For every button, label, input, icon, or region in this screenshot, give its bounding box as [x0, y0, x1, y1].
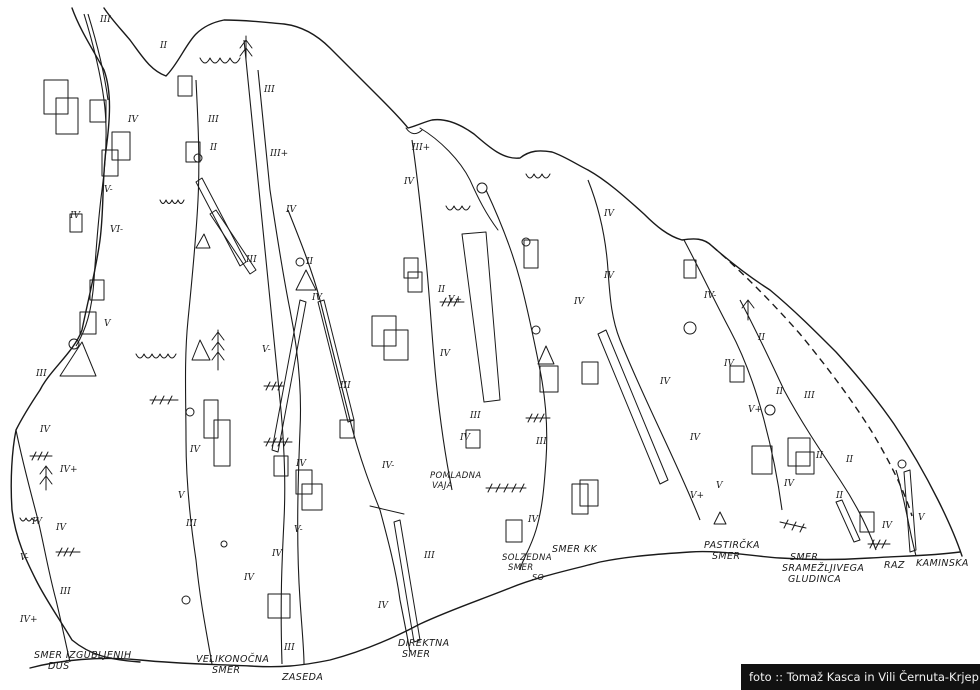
grade-label: IV [603, 209, 616, 219]
grade-label: V [918, 513, 926, 523]
grade-label: IV [295, 459, 308, 469]
overhang-symbols [43, 75, 875, 619]
grade-label: V- [262, 345, 271, 355]
pillar-symbols [59, 233, 727, 525]
grade-label: II [835, 491, 844, 501]
grade-label: IV [311, 293, 324, 303]
grade-label: III [35, 369, 47, 379]
route-label-kaminska: KAMINSKA [916, 558, 969, 569]
grade-label: II [815, 451, 824, 461]
grade-label: III [339, 381, 351, 391]
grade-label: IV [271, 549, 284, 559]
grade-label: IV [31, 517, 44, 527]
grade-label: IV [659, 377, 672, 387]
grade-label: IV [689, 433, 702, 443]
grade-label: IV [69, 211, 82, 221]
grade-label: III [263, 85, 275, 95]
ground-line [29, 550, 961, 669]
grade-labels: III II IV V- IV VI- V III IV IV+ IV III … [19, 15, 926, 653]
grade-label: V+ [690, 491, 704, 501]
grade-label: IV+ [19, 615, 38, 625]
ridge-dashed-line [711, 245, 913, 517]
grade-label: III+ [411, 143, 430, 153]
grade-label: V- [294, 525, 303, 535]
route-label-zaseda: ZASEDA [281, 672, 323, 683]
vegetation-marks [19, 57, 551, 522]
grade-label: IV [55, 523, 68, 533]
photo-credit: foto :: Tomaž Kasca in Vili Černuta-Krje… [741, 664, 980, 690]
grade-label: IV [527, 515, 540, 525]
grade-label: II [305, 257, 314, 267]
grade-label: V [104, 319, 112, 329]
belay-stations [68, 153, 907, 605]
grade-label: IV [783, 479, 796, 489]
crag-outline [10, 7, 963, 663]
grade-label: III [99, 15, 111, 25]
grade-label: III+ [269, 149, 288, 159]
tree-symbols [39, 35, 755, 491]
grade-label: IV- [703, 291, 716, 301]
crack-features [195, 177, 917, 643]
grade-label: V [178, 491, 186, 501]
grade-label: IV [439, 349, 452, 359]
grade-label: II [209, 143, 218, 153]
grade-label: IV [573, 297, 586, 307]
route-label-so: SO [532, 573, 544, 582]
ledge-hatches [29, 297, 891, 557]
grade-label: V- [104, 185, 113, 195]
grade-label: IV [189, 445, 202, 455]
grade-label: IV- [381, 461, 394, 471]
grade-label: IV [243, 573, 256, 583]
grade-label: IV [723, 359, 736, 369]
grade-label: III [283, 643, 295, 653]
grade-label: V [716, 481, 724, 491]
grade-label: III [535, 437, 547, 447]
grade-label: IV [39, 425, 52, 435]
route-label-kk: SMER KK [552, 544, 597, 555]
grade-label: IV [377, 601, 390, 611]
grade-label: III [469, 411, 481, 421]
grade-label: IV [459, 433, 472, 443]
route-label-raz: RAZ [884, 560, 905, 571]
grade-label: V- [20, 553, 29, 563]
grade-label: III [185, 519, 197, 529]
grade-label: IV [285, 205, 298, 215]
grade-label: III [245, 255, 257, 265]
grade-label: VI- [110, 225, 123, 235]
grade-label: IV [603, 271, 616, 281]
grade-label: III [207, 115, 219, 125]
grade-label: IV [403, 177, 416, 187]
grade-label: IV+ [59, 465, 78, 475]
grade-label: III [423, 551, 435, 561]
grade-label: V+ [448, 295, 462, 305]
grade-label: IV [127, 115, 140, 125]
grade-label: II [159, 41, 168, 51]
grade-label: V+ [748, 405, 762, 415]
grade-label: II [757, 333, 766, 343]
grade-label: II [845, 455, 854, 465]
grade-label: II [775, 387, 784, 397]
grade-label: III [803, 391, 815, 401]
grade-label: II [437, 285, 446, 295]
route-lines [15, 13, 917, 665]
grade-label: IV [881, 521, 894, 531]
grade-label: III [59, 587, 71, 597]
